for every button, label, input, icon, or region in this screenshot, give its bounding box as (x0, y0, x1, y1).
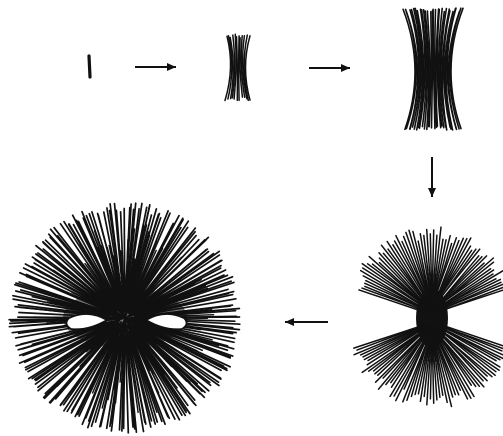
arrow-stage1-to-stage2 (135, 63, 176, 71)
stage-wider-sheaf-bundle (403, 8, 463, 130)
sheaf-fiber (451, 8, 463, 128)
stage-single-crystal-rod (89, 56, 90, 77)
arrow-stage3-to-stage4 (428, 157, 436, 197)
stage-dumbbell-fan (354, 227, 503, 406)
sheaf-fiber (237, 37, 238, 101)
arrow-stage2-to-stage3 (309, 64, 350, 72)
rod-fiber (89, 56, 90, 77)
stage-sheaf-bundle (225, 34, 250, 100)
arrow-stage4-to-stage5 (285, 318, 328, 326)
spherulite-fiber (124, 209, 125, 299)
stage-spherulite (9, 203, 240, 433)
